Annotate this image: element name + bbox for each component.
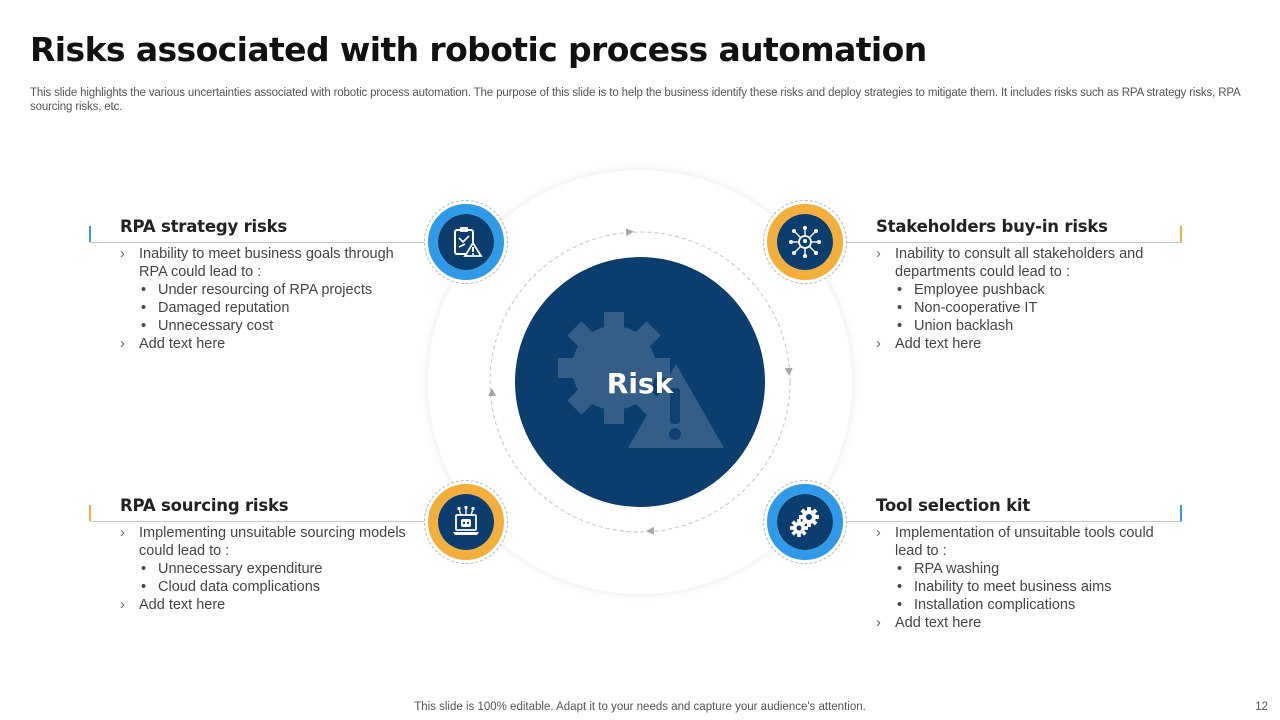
stakeholders-icon-circle [763,200,847,284]
center-label: Risk [607,367,675,400]
stakeholders-tick [1180,226,1182,242]
list-item: Non-cooperative IT [876,299,1176,317]
dashed-cycle [489,231,791,533]
gears-icon [790,507,819,537]
network-hub-icon [789,226,821,258]
footer-note: This slide is 100% editable. Adapt it to… [414,701,866,713]
list-item: Under resourcing of RPA projects [120,281,420,299]
stakeholders-block: Stakeholders buy-in risks Inability to c… [876,217,1176,353]
tool-icon-circle [763,480,847,564]
clipboard-warning-icon [454,227,483,257]
list-item: Inability to meet business aims [876,578,1176,596]
stakeholders-title: Stakeholders buy-in risks [876,217,1108,236]
sourcing-connector [90,521,426,522]
list-item: Inability to consult all stakeholders an… [876,245,1176,281]
tool-block: Tool selection kit Implementation of uns… [876,496,1176,632]
tool-tick [1180,505,1182,521]
tool-connector [846,521,1182,522]
tool-title: Tool selection kit [876,496,1031,515]
strategy-list: Inability to meet business goals through… [120,245,420,353]
slide-title: Risks associated with robotic process au… [30,30,927,69]
strategy-title: RPA strategy risks [120,217,287,236]
list-item: Employee pushback [876,281,1176,299]
list-item: Damaged reputation [120,299,420,317]
strategy-block: RPA strategy risks Inability to meet bus… [120,217,420,353]
list-item: Add text here [120,335,420,353]
slide-subtitle: This slide highlights the various uncert… [30,87,1240,113]
list-item: Add text here [876,335,1176,353]
sourcing-list: Implementing unsuitable sourcing models … [120,524,420,614]
strategy-tick [89,226,91,242]
strategy-icon-circle [424,200,508,284]
stakeholders-list: Inability to consult all stakeholders an… [876,245,1176,353]
page-number: 12 [1255,701,1268,713]
list-item: Cloud data complications [120,578,420,596]
stakeholders-connector [846,242,1182,243]
tool-list: Implementation of unsuitable tools could… [876,524,1176,632]
warning-mark [669,388,681,440]
strategy-connector [90,242,426,243]
sourcing-tick [89,505,91,521]
sourcing-icon-circle [424,480,508,564]
list-item: Inability to meet business goals through… [120,245,420,281]
list-item: RPA washing [876,560,1176,578]
list-item: Implementing unsuitable sourcing models … [120,524,420,560]
list-item: Implementation of unsuitable tools could… [876,524,1176,560]
risk-circle [515,257,765,507]
list-item: Installation complications [876,596,1176,614]
list-item: Add text here [120,596,420,614]
list-item: Add text here [876,614,1176,632]
sourcing-title: RPA sourcing risks [120,496,289,515]
list-item: Union backlash [876,317,1176,335]
sourcing-block: RPA sourcing risks Implementing unsuitab… [120,496,420,614]
robot-laptop-icon [453,505,479,535]
list-item: Unnecessary expenditure [120,560,420,578]
list-item: Unnecessary cost [120,317,420,335]
